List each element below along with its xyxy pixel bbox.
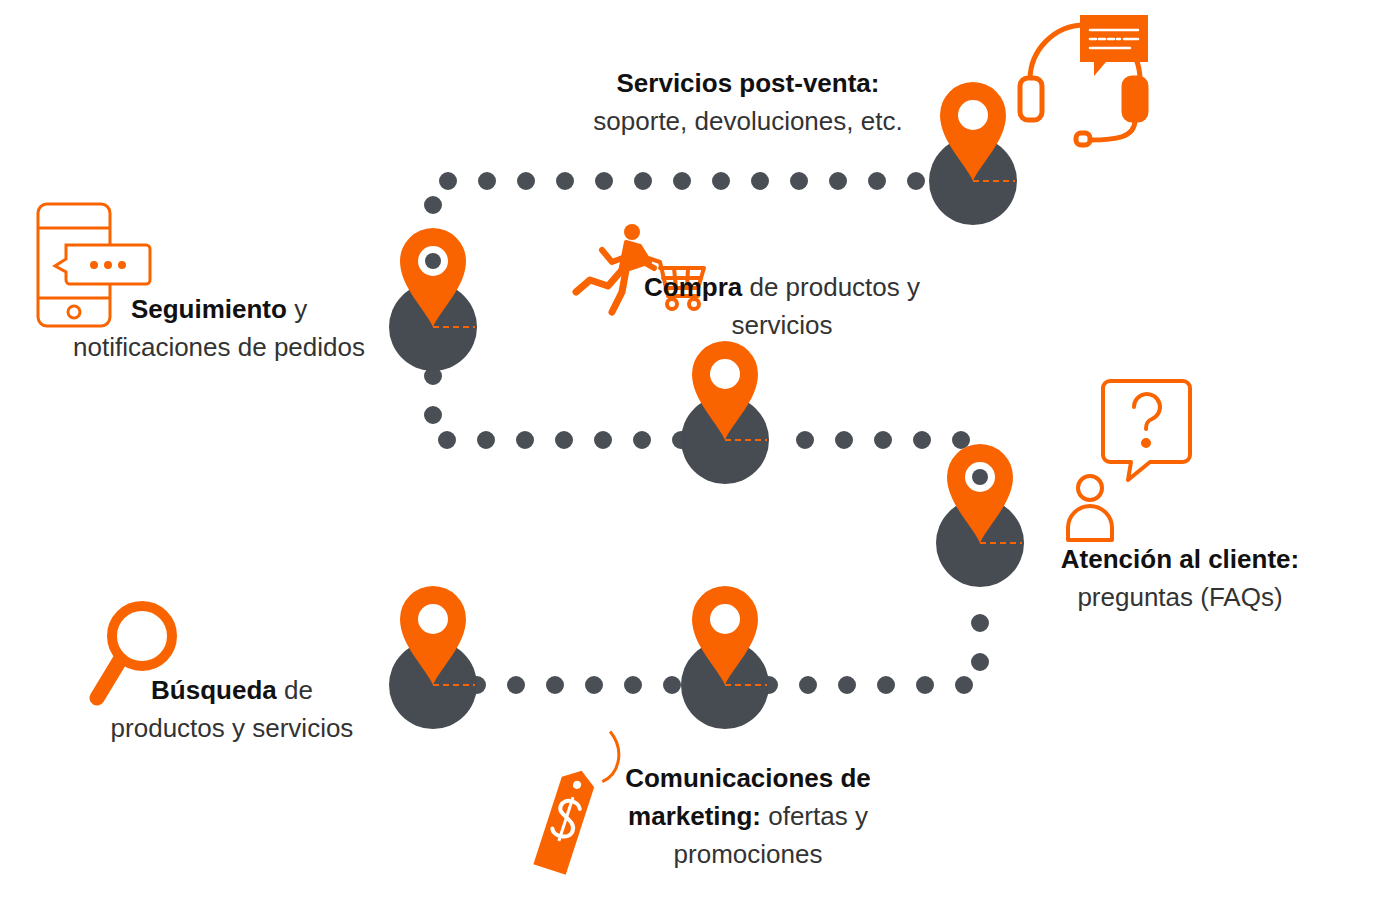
dotted-path <box>769 587 980 685</box>
purchase-stop: Compra de productos y servicios <box>681 396 769 484</box>
search-stop: Búsqueda de productos y servicios <box>389 641 477 729</box>
stop-label: Búsqueda de productos y servicios <box>97 671 367 747</box>
map-pin <box>681 396 769 484</box>
map-pin <box>936 499 1024 587</box>
question-icon <box>1068 381 1190 540</box>
stop-heading: Atención al cliente: <box>1030 540 1330 578</box>
stop-description: soporte, devoluciones, etc. <box>593 106 902 136</box>
stop-label: Seguimiento y notificaciones de pedidos <box>49 290 389 366</box>
map-pin <box>389 641 477 729</box>
stop-heading: Seguimiento <box>131 294 287 324</box>
stop-label: Comunicaciones de marketing: ofertas y p… <box>608 759 888 873</box>
stop-heading: Servicios post-venta: <box>573 64 923 102</box>
support-stop: Atención al cliente:preguntas (FAQs) <box>936 499 1024 587</box>
stop-label: Servicios post-venta: soporte, devolucion… <box>573 64 923 140</box>
aftersales-stop: Servicios post-venta:soporte, devolucion… <box>929 137 1017 225</box>
stop-heading: Búsqueda <box>151 675 277 705</box>
map-pin <box>389 283 477 371</box>
stop-heading: Compra <box>644 272 742 302</box>
tracking-stop: Seguimiento y notificaciones de pedidos <box>389 283 477 371</box>
price-tag-icon <box>533 722 626 880</box>
dotted-path <box>477 676 681 694</box>
stop-label: Compra de productos y servicios <box>637 268 927 344</box>
map-pin <box>681 641 769 729</box>
stop-description: preguntas (FAQs) <box>1077 582 1282 612</box>
marketing-stop: Comunicaciones de marketing: ofertas y p… <box>681 641 769 729</box>
stop-label: Atención al cliente: preguntas (FAQs) <box>1030 540 1330 616</box>
dotted-path <box>433 371 681 440</box>
map-pin <box>929 137 1017 225</box>
headset-icon <box>1020 15 1148 145</box>
stop-description: de productos y servicios <box>731 272 920 340</box>
